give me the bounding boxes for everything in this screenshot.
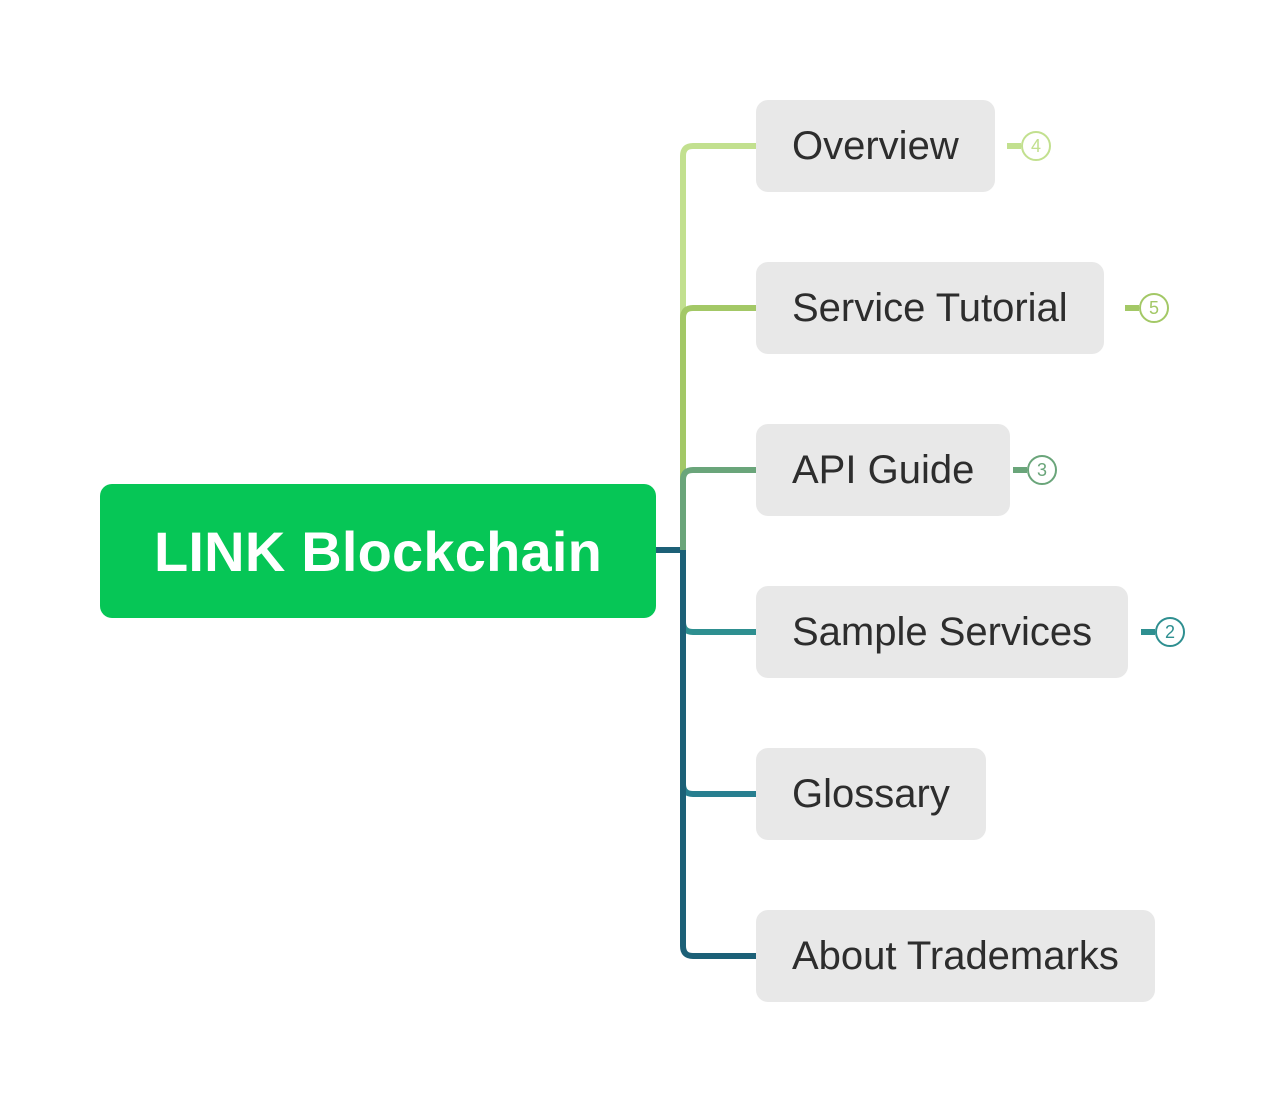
topic-label: About Trademarks (792, 933, 1119, 978)
branch-connector (680, 305, 756, 550)
collapsed-count-badge[interactable]: 3 (1027, 455, 1057, 485)
collapsed-count-badge[interactable]: 2 (1155, 617, 1185, 647)
topic-overview[interactable]: Overview (756, 100, 995, 192)
topic-about-trademarks[interactable]: About Trademarks (756, 910, 1155, 1002)
topic-label: Sample Services (792, 609, 1093, 654)
collapsed-count-badge[interactable]: 4 (1021, 131, 1051, 161)
branch-connector (680, 550, 756, 959)
topic-label: Service Tutorial (792, 285, 1068, 330)
branch-connector (680, 467, 756, 550)
topic-label: API Guide (792, 447, 975, 492)
branch-connector (680, 550, 756, 797)
branch-connector (680, 550, 756, 635)
topic-glossary[interactable]: Glossary (756, 748, 986, 840)
root-topic[interactable]: LINK Blockchain (100, 484, 656, 618)
topic-service-tutorial[interactable]: Service Tutorial (756, 262, 1104, 354)
collapsed-count-badge[interactable]: 5 (1139, 293, 1169, 323)
topic-api-guide[interactable]: API Guide (756, 424, 1011, 516)
branch-connector (680, 143, 756, 550)
topic-label: Glossary (792, 771, 950, 816)
topic-sample-services[interactable]: Sample Services (756, 586, 1129, 678)
topic-label: Overview (792, 123, 959, 168)
